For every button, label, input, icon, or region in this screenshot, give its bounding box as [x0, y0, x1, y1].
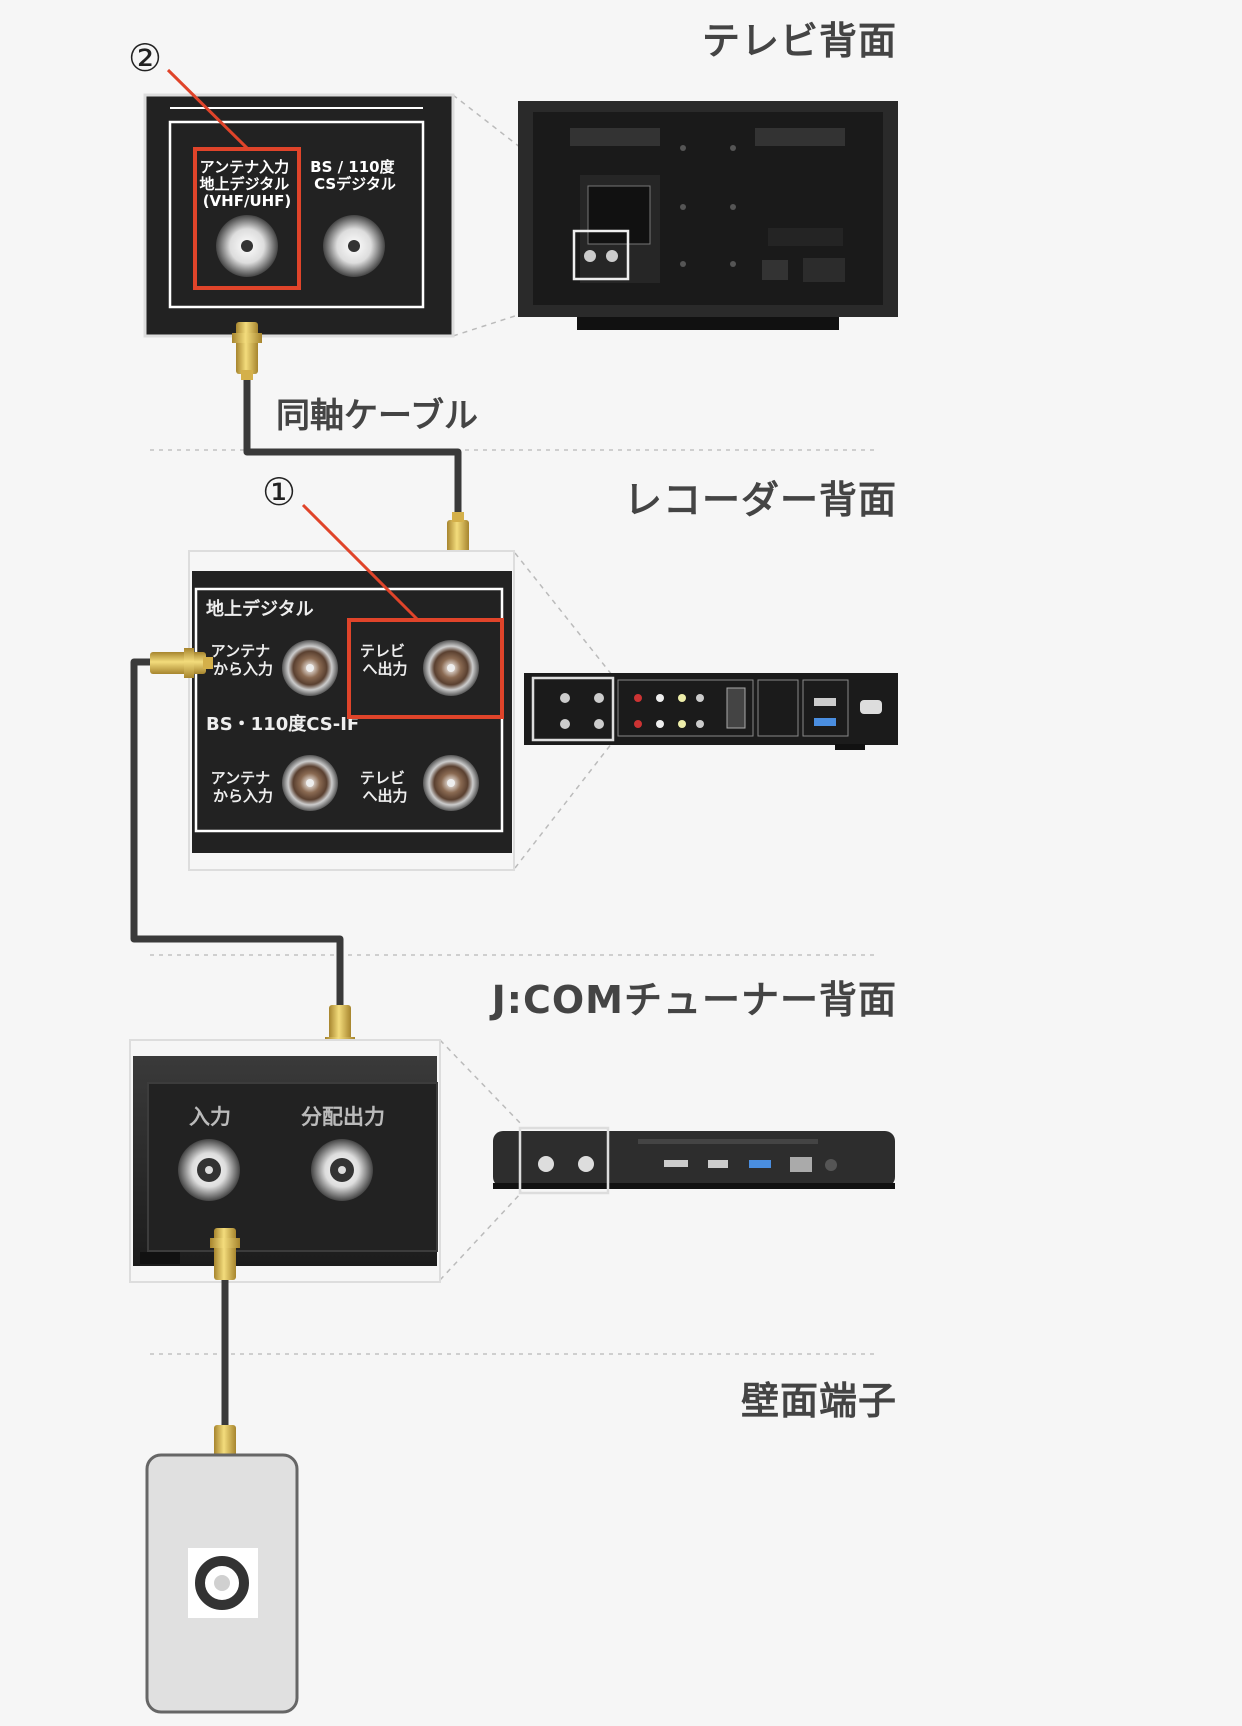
connector-tuner-bottom	[210, 1228, 240, 1280]
recorder-tv-out-2: へ出力	[362, 660, 407, 678]
recorder-group2-title: BS・110度CS-IF	[206, 713, 359, 735]
recorder-bs-antenna-in-1: アンテナ	[211, 769, 270, 787]
coax-cable-recorder-tuner	[130, 658, 344, 1005]
wall-outlet	[145, 1453, 299, 1714]
recorder-back-image	[524, 673, 898, 750]
tv-antenna-label-3: (VHF/UHF)	[203, 192, 292, 210]
svg-text:アンテナ から入力: アンテナ から入力	[211, 642, 276, 678]
wall-terminal-title: 壁面端子	[740, 1379, 897, 1423]
tuner-zoom-lines	[439, 1039, 523, 1281]
section-dividers	[150, 449, 878, 1355]
svg-text:テレビ へ出力: テレビ へ出力	[360, 769, 410, 805]
marker-one: ①	[262, 470, 297, 514]
recorder-bs-tv-out-2: へ出力	[362, 787, 407, 805]
recorder-tv-out-1: テレビ	[360, 642, 405, 660]
marker-2-pointer	[166, 68, 250, 151]
recorder-zoom-lines	[514, 552, 613, 869]
tv-back-title: テレビ背面	[701, 19, 897, 63]
svg-text:テレビ へ出力: テレビ へ出力	[360, 642, 410, 678]
tuner-input-label: 入力	[189, 1105, 231, 1129]
recorder-antenna-in-1: アンテナ	[211, 642, 270, 660]
recorder-antenna-panel: 地上デジタル BS・110度CS-IF アンテナ から入力 テレビ へ出力 アン…	[188, 550, 515, 871]
svg-text:アンテナ入力 地上デジタル (VHF: アンテナ入力 地上デジタル (VHF/UHF)	[200, 158, 295, 210]
tv-antenna-panel: アンテナ入力 地上デジタル (VHF/UHF) BS / 110度 CSデジタル	[143, 93, 455, 338]
tv-bs-label-2: CSデジタル	[314, 175, 396, 193]
tv-antenna-label-1: アンテナ入力	[200, 158, 289, 176]
svg-text:BS / 110度 CSデジタル: BS / 110度 CSデジタル	[310, 158, 400, 193]
marker-two: ②	[128, 36, 163, 80]
coax-cable-label: 同軸ケーブル	[276, 396, 478, 436]
recorder-antenna-in-2: から入力	[213, 660, 273, 678]
jcom-tuner-image	[493, 1126, 895, 1195]
connector-tv	[232, 322, 262, 380]
tuner-antenna-panel: 入力 分配出力	[129, 1039, 441, 1283]
tuner-split-label: 分配出力	[301, 1105, 385, 1129]
recorder-group1-title: 地上デジタル	[206, 598, 314, 620]
recorder-bs-antenna-in-2: から入力	[213, 787, 273, 805]
coax-cable-tv-recorder	[243, 370, 462, 520]
recorder-tv-out-highlight	[347, 618, 504, 719]
recorder-bs-tv-out-1: テレビ	[360, 769, 405, 787]
connector-recorder-left	[150, 648, 213, 678]
marker-1-pointer	[301, 503, 420, 622]
tv-back-image	[518, 101, 898, 330]
recorder-back-title: レコーダー背面	[623, 478, 897, 522]
jcom-back-title: J:COMチューナー背面	[491, 978, 897, 1022]
tv-antenna-label-2: 地上デジタル	[200, 175, 290, 193]
tv-bs-label-1: BS / 110度	[310, 158, 395, 176]
svg-text:アンテナ から入力: アンテナ から入力	[211, 769, 276, 805]
